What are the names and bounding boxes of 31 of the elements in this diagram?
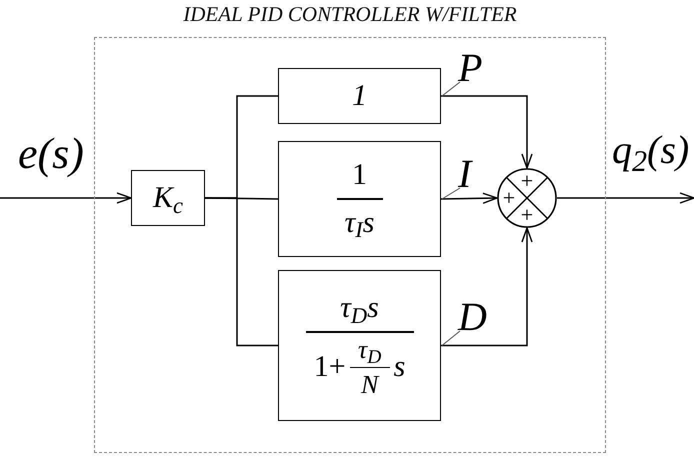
signal-name: D: [458, 297, 487, 337]
block: [131, 170, 205, 226]
block: [278, 141, 441, 257]
inner-denominator: N: [360, 368, 378, 398]
transfer-function: 1: [352, 81, 367, 111]
leader-line: [442, 188, 460, 200]
group-heading: IDEAL PID CONTROLLER W/FILTER: [182, 4, 518, 25]
plus-sign: +: [502, 188, 516, 208]
leader-line: [442, 82, 460, 96]
numerator: 1: [352, 160, 367, 194]
signal-name: I: [458, 154, 472, 194]
plus-sign: +: [520, 205, 534, 225]
signal-line: [441, 95, 533, 169]
signal-line: [440, 192, 498, 204]
numerator: τ$_{D}$s: [340, 293, 379, 330]
signal-label: q$_{2}$(s): [612, 130, 690, 170]
denominator-term: 1+: [314, 352, 346, 382]
signal-line: [205, 197, 278, 346]
signal-line: [441, 227, 533, 346]
signal-line: [0, 192, 132, 204]
signal-line: [557, 192, 694, 204]
transfer-function: K$_{c}$: [152, 183, 183, 213]
leader-line: [442, 330, 460, 346]
signal-name: P: [458, 48, 482, 88]
plus-sign: +: [520, 171, 534, 191]
signal-label: e(s): [18, 132, 84, 176]
denominator-term: s: [394, 352, 406, 382]
denominator: τ$_{I}$s: [344, 204, 374, 238]
block: [278, 68, 441, 124]
inner-numerator: τ$_{D}$: [358, 336, 382, 367]
block: [278, 270, 441, 421]
